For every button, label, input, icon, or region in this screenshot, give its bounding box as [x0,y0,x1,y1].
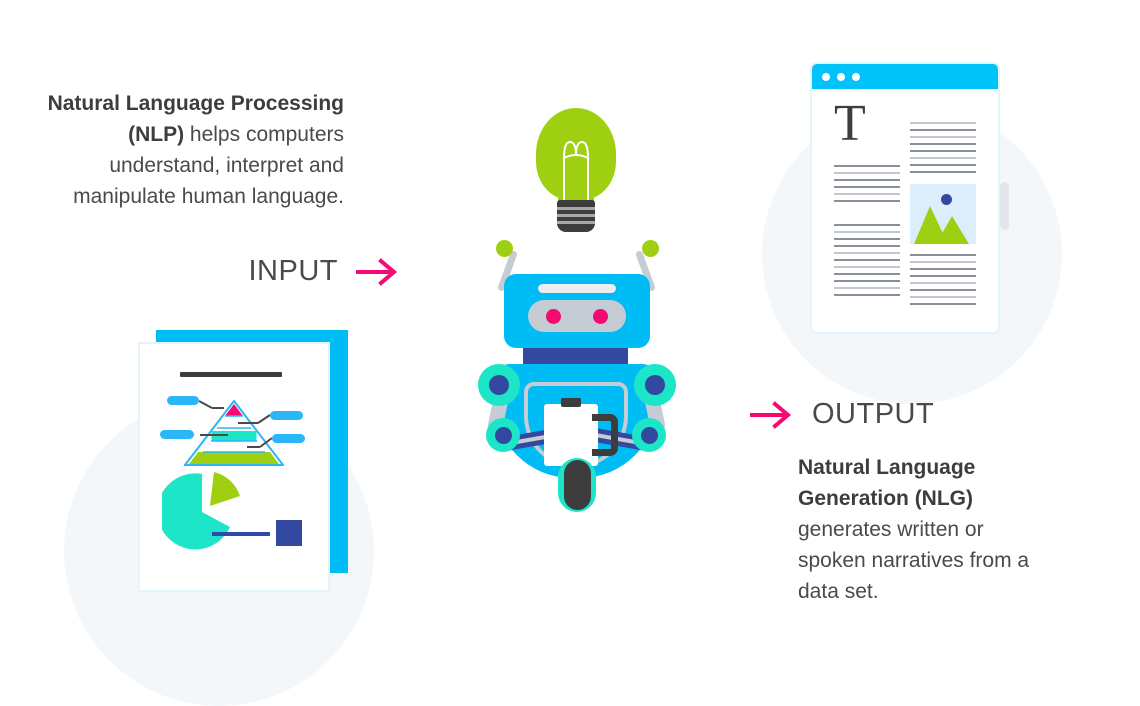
robot-hand [592,414,618,456]
nlp-paragraph: Natural Language Processing (NLP) helps … [28,88,344,212]
antenna-left-tip-icon [496,240,513,257]
pie-legend-line [212,532,270,536]
window-dot-1-icon[interactable] [822,73,830,81]
shoulder-right-hub [645,375,665,395]
mountain-icon [914,206,969,244]
drop-cap-letter: T [834,95,866,152]
pyramid-chart [160,396,305,466]
clipboard [544,404,598,466]
pyramid-callouts [160,396,305,448]
bulb-base [557,200,595,232]
nlg-paragraph: Natural Language Generation (NLG) genera… [798,452,1048,607]
robot-neck-band [523,348,628,368]
arrow-right-icon [750,400,792,429]
document-title-line [180,372,282,377]
image-placeholder [910,184,976,244]
elbow-right [632,418,666,452]
browser-window: T [810,62,1012,334]
robot-eye-right [593,309,608,324]
clipboard-clip [561,398,581,407]
elbow-left-hub [494,426,512,444]
robot-visor [528,300,626,332]
pie-shape [157,472,240,550]
pie-chart [157,472,310,550]
report-document [138,330,348,592]
nlp-rest-text: helps computers understand, interpret an… [73,123,344,208]
window-dot-3-icon[interactable] [852,73,860,81]
pie-legend-square [276,520,302,546]
robot-illustration [460,236,692,536]
antenna-right-tip-icon [642,240,659,257]
sun-icon [941,194,952,205]
nlg-bold-term: Natural Language Generation (NLG) [798,456,976,510]
robot-eye-left [546,309,561,324]
elbow-left [486,418,520,452]
lightbulb-icon [528,108,624,236]
shoulder-right [634,364,676,406]
bulb-filament [563,140,589,200]
output-label: OUTPUT [812,398,935,430]
window-dot-2-icon[interactable] [837,73,845,81]
arrow-right-icon [356,257,398,286]
report-front-sheet [138,342,330,592]
bulb-neck [558,186,594,204]
robot-brow [538,284,616,293]
elbow-right-hub [640,426,658,444]
output-row: OUTPUT [748,398,1078,431]
browser-titlebar [812,64,998,89]
input-row: INPUT [28,255,400,288]
robot-wheel [564,460,591,510]
vertical-scrollbar[interactable] [1000,182,1009,230]
pyramid-shape [182,399,286,466]
nlp-bold-term: Natural Language Processing (NLP) [47,92,344,146]
shoulder-left [478,364,520,406]
shoulder-left-hub [489,375,509,395]
input-label: INPUT [248,255,338,287]
nlg-rest-text: generates written or spoken narratives f… [798,518,1030,603]
